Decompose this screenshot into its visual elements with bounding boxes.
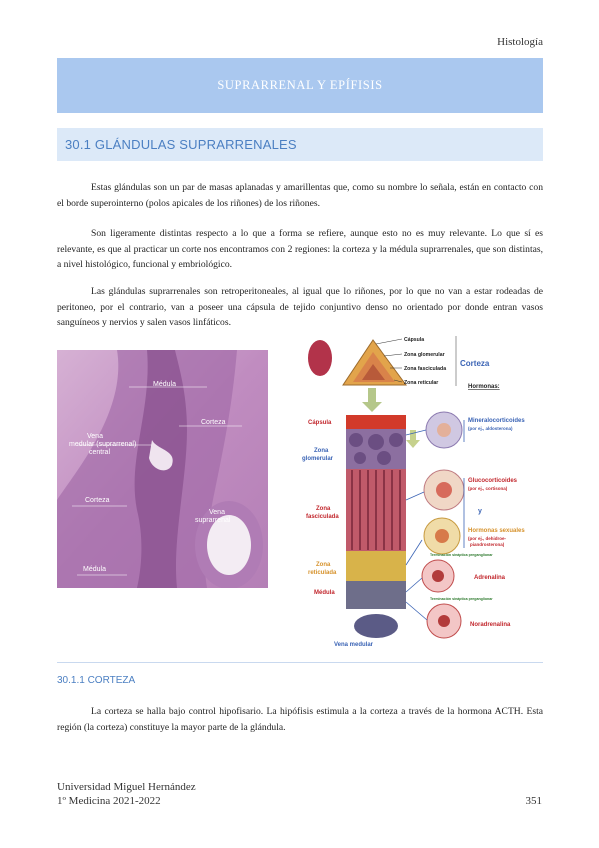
hormonas-header: Hormonas:: [468, 384, 500, 390]
hormone-sexuales: Hormonas sexuales: [468, 528, 525, 534]
photo-label-corteza-right: Corteza: [201, 419, 226, 426]
paragraph-4: La corteza se halla bajo control hipofis…: [57, 706, 543, 733]
vena-line-3: central: [89, 449, 110, 456]
hormone-adrenalina: Adrenalina: [474, 575, 506, 581]
adrenal-diagram: Cápsula Zona glomerular Zona fasciculada…: [298, 330, 546, 648]
kidney-shape: [308, 340, 332, 376]
photo-label-medula-bottom: Médula: [83, 566, 106, 573]
micrograph-image: Médula Corteza Vena medular (suprarrenal…: [57, 350, 268, 588]
hormone-mineralo-example: (por ej., aldosterona): [468, 426, 513, 431]
section-title: 30.1 GLÁNDULAS SUPRARRENALES: [65, 137, 297, 152]
photo-label-vena-central: Vena medular (suprarrenal) central: [69, 433, 138, 456]
subsection-divider: [57, 662, 543, 663]
footer-course: 1º Medicina 2021-2022: [57, 794, 161, 807]
title-banner: SUPRARRENAL Y EPÍFISIS: [57, 58, 543, 113]
vena-line-2: medular (suprarrenal): [69, 441, 136, 448]
header-subject: Histología: [497, 36, 543, 48]
section-banner: 30.1 GLÁNDULAS SUPRARRENALES: [57, 128, 543, 161]
paragraph-2: Son ligeramente distintas respecto a lo …: [57, 228, 543, 270]
left-label-capsula: Cápsula: [308, 420, 332, 426]
hormone-glucocorticoides: Glucocorticoides: [468, 478, 518, 484]
hormone-noradrenalina: Noradrenalina: [470, 622, 511, 628]
diagram-label-reticular: Zona reticular: [404, 380, 438, 386]
hormone-sexuales-example: (por ej., dehidroe-piandrosterona): [468, 536, 507, 547]
subsection-title: 30.1.1 CORTEZA: [57, 675, 136, 686]
photo-label-medula-top: Médula: [153, 381, 176, 388]
paragraph-3: Las glándulas suprarrenales son retroper…: [57, 286, 543, 328]
hormone-gluco-example: (por ej., cortisona): [468, 486, 508, 491]
footer-university: Universidad Miguel Hernández: [57, 781, 196, 793]
footer-info: Universidad Miguel Hernández 1º Medicina…: [57, 781, 196, 808]
photo-label-corteza-left: Corteza: [85, 497, 110, 504]
page-number: 351: [525, 795, 543, 807]
page-title: SUPRARRENAL Y EPÍFISIS: [217, 78, 383, 92]
paragraph-1: Estas glándulas son un par de masas apla…: [57, 182, 543, 209]
diagram-label-glomerular: Zona glomerular: [404, 352, 445, 358]
synaptic-terminal-2: Terminación sináptica preganglionar: [430, 597, 493, 601]
bottom-label-vena: Vena medular: [334, 642, 374, 648]
diagram-label-capsula: Cápsula: [404, 337, 424, 343]
hormone-mineralocorticoides: Mineralocorticoides: [468, 418, 525, 424]
capsule-band: [346, 415, 406, 429]
diagram-corteza-label: Corteza: [460, 359, 490, 368]
diagram-label-fasciculada: Zona fasciculada: [404, 366, 446, 372]
left-label-medula: Médula: [314, 590, 335, 596]
hormone-y: y: [478, 508, 482, 515]
histology-micrograph: Médula Corteza Vena medular (suprarrenal…: [57, 350, 268, 588]
vena-line-1: Vena: [87, 433, 103, 440]
synaptic-terminal-1: Terminación sináptica preganglionar: [430, 553, 493, 557]
photo-label-vena-suprarrenal: Vena suprarrenal: [195, 509, 231, 524]
